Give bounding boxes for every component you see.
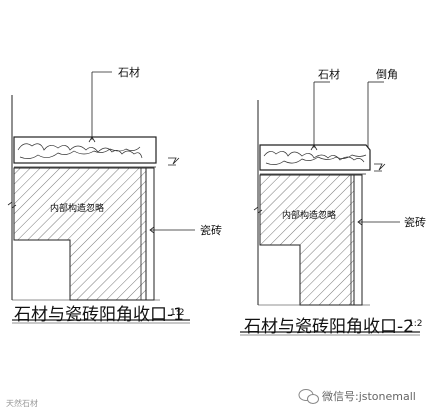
right-detail-title: 石材与瓷砖阳角收口-2 <box>244 317 414 337</box>
left-detail <box>7 71 195 324</box>
corner-watermark: 天然石材 <box>6 399 38 408</box>
right-inner-structure-label: 内部构造忽略 <box>282 209 336 221</box>
left-detail-scale: 1:2 <box>170 308 185 318</box>
right-tile <box>353 174 363 306</box>
right-stone-label: 石材 <box>318 67 340 81</box>
right-tile-label: 瓷砖 <box>404 215 426 229</box>
left-tile-label: 瓷砖 <box>200 223 222 237</box>
right-detail <box>240 81 420 336</box>
left-substrate <box>13 167 151 301</box>
wechat-icon <box>298 389 319 404</box>
left-stone-slab <box>13 136 157 164</box>
right-detail-scale: 1:2 <box>408 319 423 329</box>
left-stone-label: 石材 <box>118 65 140 79</box>
right-substrate <box>259 174 359 306</box>
left-tile <box>145 167 155 301</box>
wechat-id-watermark: 微信号:jstonemall <box>322 390 416 403</box>
right-chamfer-label: 倒角 <box>376 68 398 81</box>
left-detail-title: 石材与瓷砖阳角收口-1 <box>14 305 184 325</box>
left-inner-structure-label: 内部构造忽略 <box>50 202 104 214</box>
